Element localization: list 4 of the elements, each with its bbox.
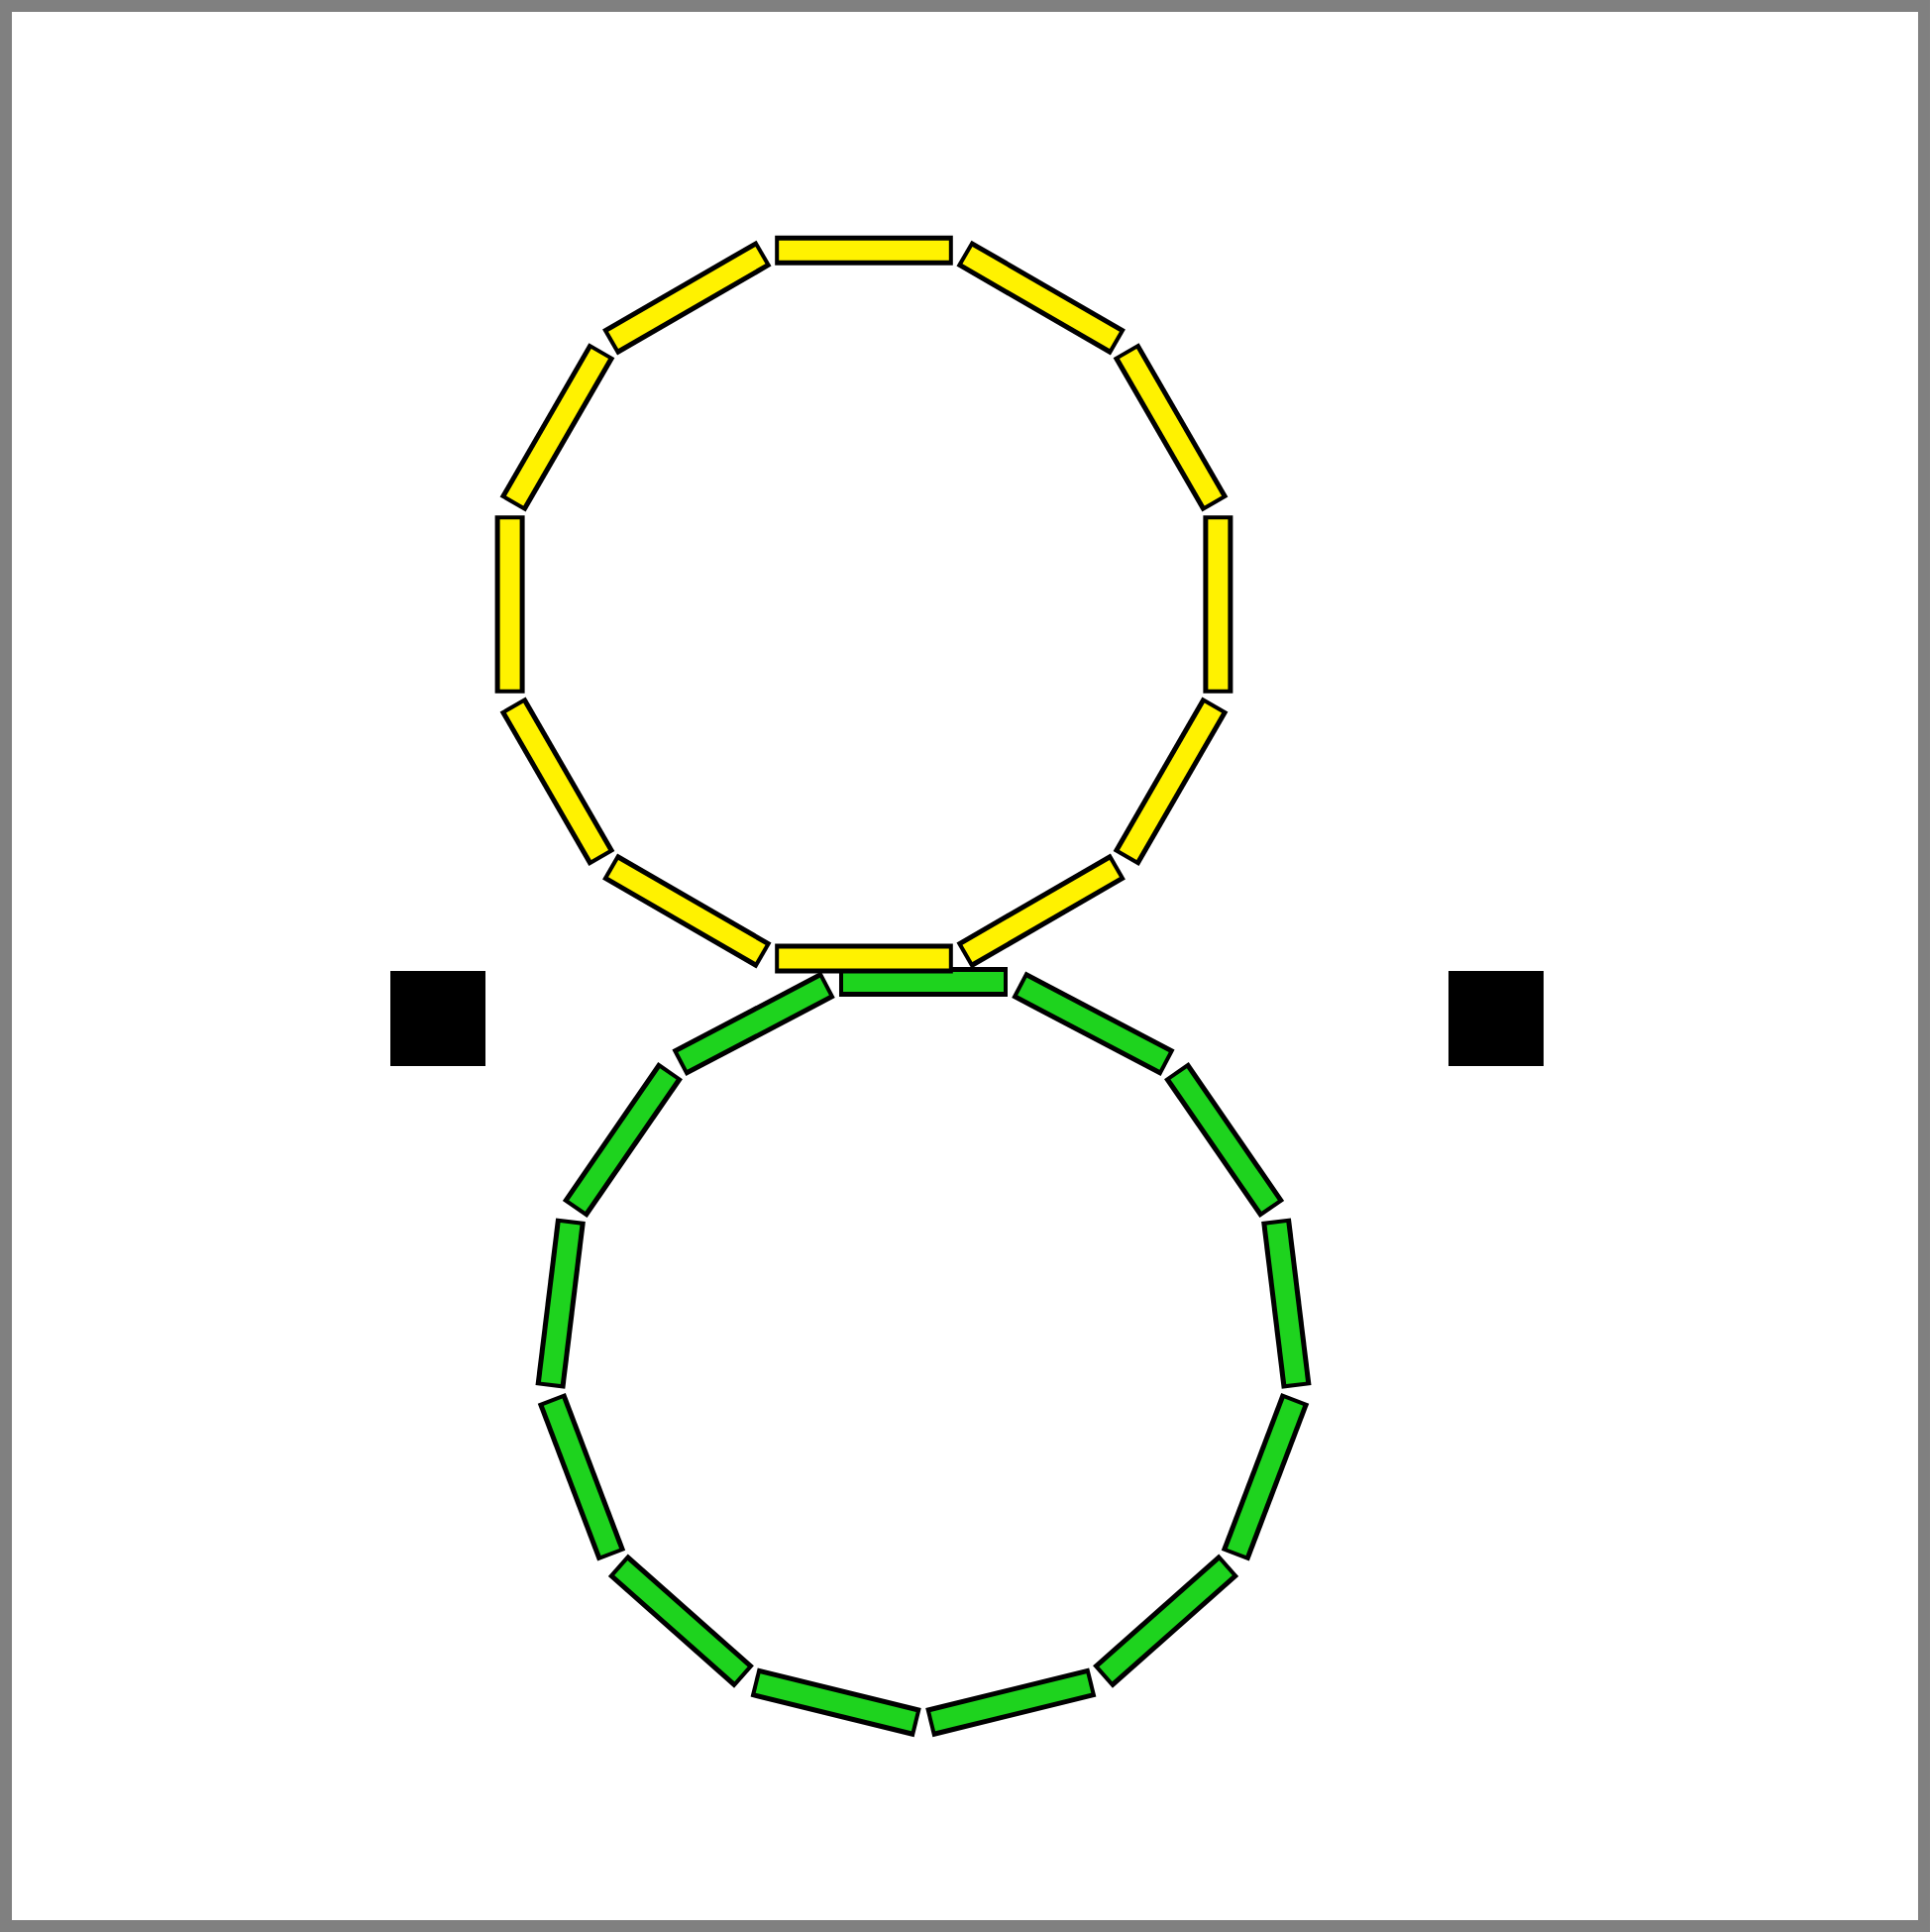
ring-drawing [494, 235, 1233, 974]
square [1448, 971, 1544, 1066]
square [390, 971, 486, 1066]
ring-drawing [535, 967, 1312, 1738]
